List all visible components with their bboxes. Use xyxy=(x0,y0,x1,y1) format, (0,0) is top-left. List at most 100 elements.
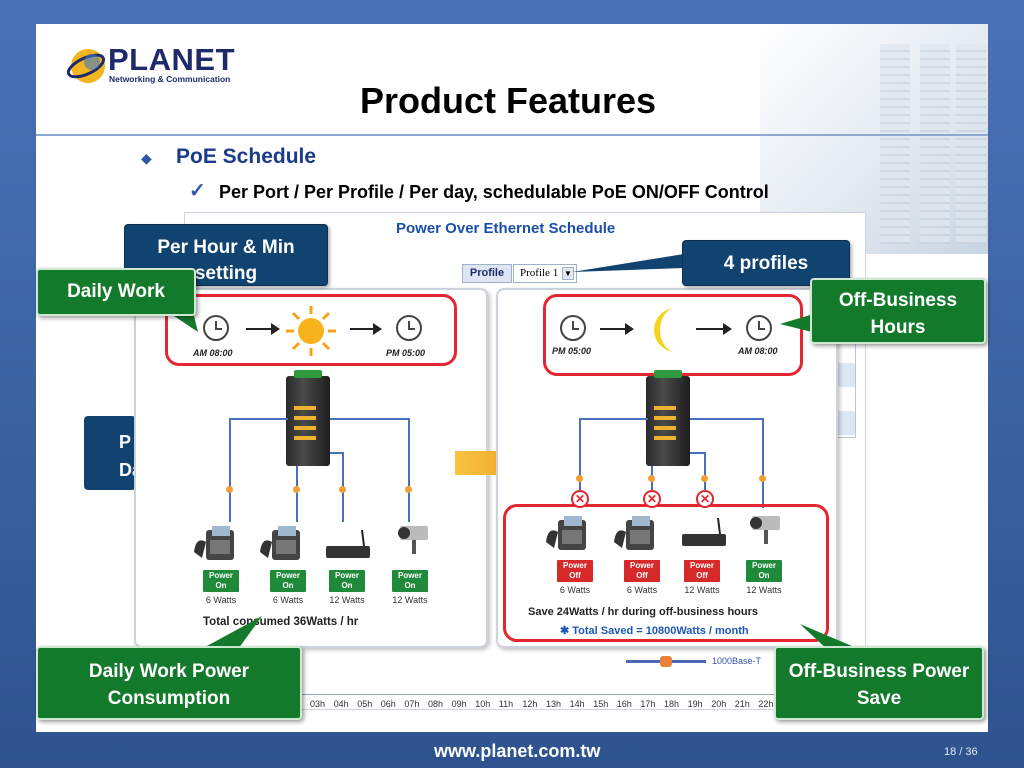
watts-label: 12 Watts xyxy=(684,585,720,595)
start-time: AM 08:00 xyxy=(193,348,233,358)
hour-label: 10h xyxy=(475,699,491,709)
arrow-icon xyxy=(350,323,382,335)
hour-label: 18h xyxy=(664,699,680,709)
server-rack xyxy=(880,44,910,244)
server-rack xyxy=(920,44,950,244)
hour-label: 04h xyxy=(333,699,349,709)
footer-url[interactable]: www.planet.com.tw xyxy=(434,741,601,761)
hour-label: 22h xyxy=(758,699,774,709)
power-status-tag: Power Off xyxy=(624,560,660,582)
watts-label: 6 Watts xyxy=(205,595,237,605)
sun-icon xyxy=(286,306,336,356)
ip-phone-icon xyxy=(260,526,300,560)
ip-phone-icon xyxy=(614,516,654,550)
end-time: AM 08:00 xyxy=(738,346,778,356)
profile-select[interactable]: Profile 1 ▼ xyxy=(513,264,577,283)
clock-icon xyxy=(203,315,229,341)
ip-camera-icon xyxy=(398,526,428,554)
arrow-icon xyxy=(696,323,732,335)
x-mark-icon: ✕ xyxy=(643,490,661,508)
wire xyxy=(690,452,706,454)
hour-label: 05h xyxy=(357,699,373,709)
server-background xyxy=(760,24,988,254)
diamond-bullet-icon: ◆ xyxy=(141,150,152,166)
hour-label: 13h xyxy=(546,699,562,709)
hour-label: 14h xyxy=(569,699,585,709)
wire xyxy=(330,452,344,454)
hour-label: 06h xyxy=(380,699,396,709)
callout-daily-work: Daily Work xyxy=(36,268,196,316)
ip-phone-icon xyxy=(546,516,586,550)
start-time: PM 05:00 xyxy=(552,346,592,356)
hour-label: 08h xyxy=(428,699,444,709)
watts-label: 6 Watts xyxy=(272,595,304,605)
checkmark-icon: ✓ xyxy=(189,180,206,202)
hour-label: 17h xyxy=(640,699,656,709)
hour-label: 16h xyxy=(616,699,632,709)
daily-time-box xyxy=(165,294,457,366)
wire xyxy=(579,418,648,420)
hour-axis xyxy=(300,694,780,695)
power-status-tag: Power On xyxy=(329,570,365,592)
wire xyxy=(762,418,764,508)
callout-pointer xyxy=(196,616,262,652)
fuse-icon xyxy=(405,486,412,493)
end-time: PM 05:00 xyxy=(386,348,426,358)
fuse-icon xyxy=(226,486,233,493)
watts-label: 6 Watts xyxy=(559,585,591,595)
bullet-poe-schedule: PoE Schedule xyxy=(176,145,317,168)
hour-label: 11h xyxy=(498,699,514,709)
save-summary: Save 24Watts / hr during off-business ho… xyxy=(528,606,759,618)
hidden-callout: P Da xyxy=(84,416,142,490)
planet-logo-icon xyxy=(66,49,106,83)
bullet-per-port: Per Port / Per Profile / Per day, schedu… xyxy=(219,182,769,202)
callout-daily-work-text: Daily Work xyxy=(67,281,165,302)
x-mark-icon: ✕ xyxy=(571,490,589,508)
watts-label: 12 Watts xyxy=(329,595,365,605)
legend-text: 1000Base-T xyxy=(712,656,762,666)
ip-phone-icon xyxy=(194,526,234,560)
slide-title: Product Features xyxy=(360,80,657,121)
switch-icon xyxy=(286,370,330,466)
power-status-tag: Power On xyxy=(270,570,306,592)
wire xyxy=(229,418,231,522)
off-business-panel xyxy=(496,288,838,648)
callout-off-business-hours-text: Off-Business Hours xyxy=(838,290,958,338)
total-saved: ✱ Total Saved = 10800Watts / month xyxy=(560,625,749,637)
wire xyxy=(229,418,288,420)
watts-label: 12 Watts xyxy=(746,585,782,595)
clock-icon xyxy=(396,315,422,341)
clock-icon xyxy=(560,315,586,341)
ip-camera-icon xyxy=(750,516,780,544)
wire xyxy=(579,418,581,508)
watts-label: 12 Watts xyxy=(392,595,428,605)
brand-tagline: Networking & Communication xyxy=(109,74,231,84)
profile-select-value: Profile 1 xyxy=(520,267,559,279)
callout-daily-power-text: Daily Work Power Consumption xyxy=(88,661,250,709)
callout-per-hour: Per Hour & Min setting xyxy=(124,224,328,286)
chevron-down-icon[interactable]: ▼ xyxy=(562,267,574,280)
power-status-tag: Power On xyxy=(203,570,239,592)
wire xyxy=(330,418,410,420)
wire xyxy=(408,418,410,522)
fuse-icon xyxy=(701,475,708,482)
callout-daily-power: Daily Work Power Consumption xyxy=(36,646,302,720)
wire xyxy=(296,466,298,522)
page-number: 18 / 36 xyxy=(944,746,978,758)
fuse-icon xyxy=(759,475,766,482)
power-status-tag: Power Off xyxy=(684,560,720,582)
wire xyxy=(690,418,764,420)
title-divider xyxy=(36,134,988,136)
hour-label: 07h xyxy=(404,699,420,709)
hour-label: 21h xyxy=(734,699,750,709)
arrow-icon xyxy=(600,323,634,335)
screenshot-title: Power Over Ethernet Schedule xyxy=(396,220,616,237)
callout-pointer xyxy=(800,624,866,652)
callout-four-profiles: 4 profiles xyxy=(682,240,850,286)
server-rack xyxy=(956,44,986,244)
profile-label: Profile xyxy=(462,264,512,283)
watts-label: 6 Watts xyxy=(626,585,658,595)
wireless-router-icon xyxy=(326,529,370,558)
switch-icon xyxy=(646,370,690,466)
callout-per-hour-text: Per Hour & Min setting xyxy=(157,237,295,284)
